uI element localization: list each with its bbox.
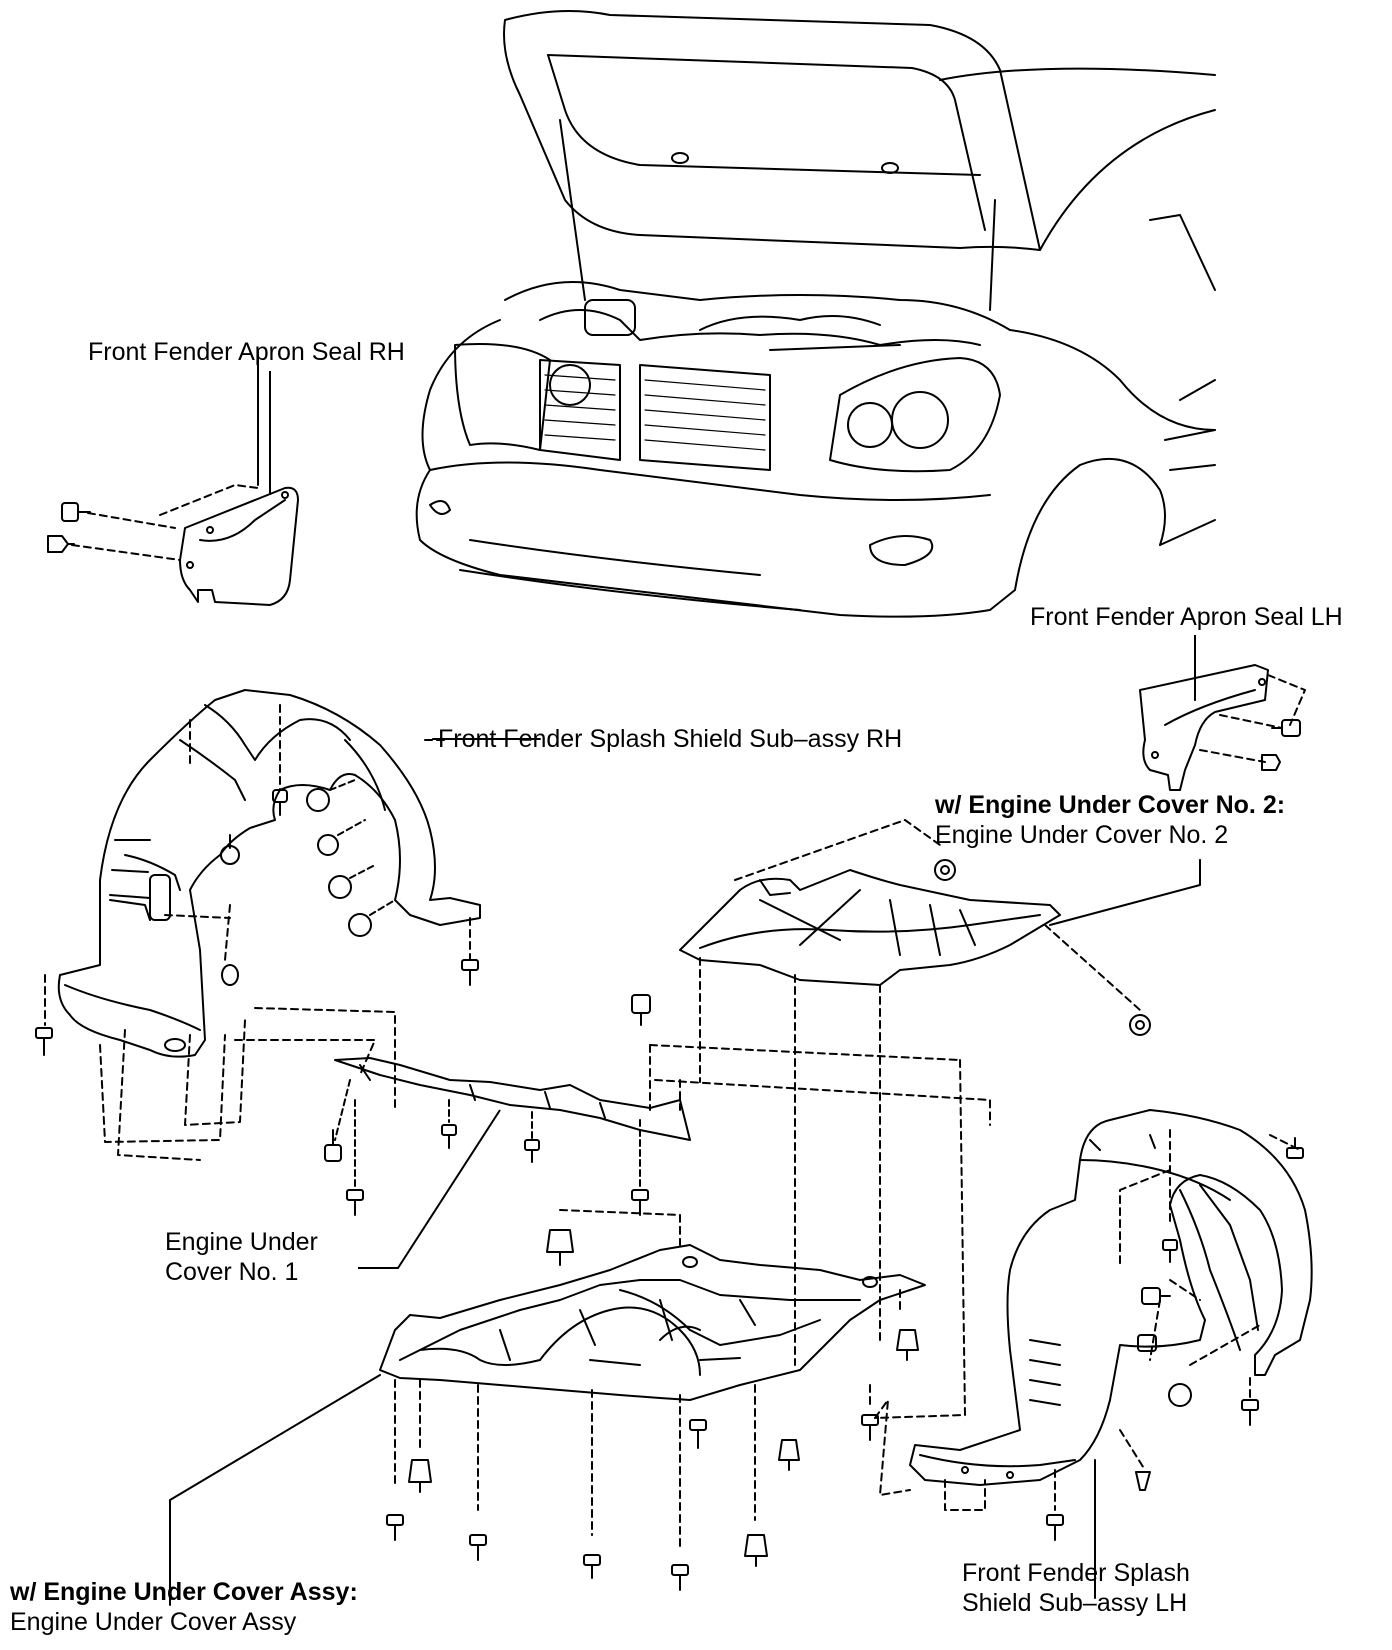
screw-icon [861, 1414, 879, 1441]
screw-icon [469, 1534, 487, 1561]
screw-icon [386, 1514, 404, 1541]
screw-icon [461, 959, 479, 986]
clip-icon [744, 1534, 768, 1567]
clip-icon [778, 1439, 800, 1471]
bolt-icon [61, 502, 91, 522]
splash-shield-lh-part [874, 1109, 1313, 1599]
label-text-line1: Front Fender Splash [962, 1559, 1190, 1587]
clip-icon [221, 964, 239, 986]
screw-icon [1162, 1239, 1178, 1263]
screw-icon [524, 1111, 540, 1163]
engine-under-cover-no1-part [99, 1007, 991, 1419]
clip-icon [47, 535, 75, 553]
bolt-icon [317, 819, 366, 856]
screw-icon [583, 1554, 601, 1579]
label-engine-under-cover-no1: Engine Under Cover No. 1 [165, 1227, 318, 1287]
screw-icon [220, 834, 240, 865]
bolt-icon [348, 899, 396, 937]
screw-icon [346, 1099, 364, 1216]
screw-icon [689, 1419, 707, 1449]
apron-seal-lh-part [1139, 639, 1306, 791]
label-front-fender-apron-seal-rh: Front Fender Apron Seal RH [88, 337, 405, 367]
clip-icon [631, 994, 651, 1026]
apron-seal-rh-part [71, 351, 299, 606]
label-condition: w/ Engine Under Cover Assy: [10, 1578, 358, 1606]
engine-under-cover-no2-part [679, 819, 1201, 1366]
screw-icon [1286, 1137, 1304, 1159]
nut-icon [934, 859, 956, 881]
label-text: Front Fender Apron Seal LH [1030, 603, 1343, 631]
label-text-line2: Shield Sub–assy LH [962, 1589, 1188, 1617]
screw-icon [671, 1564, 689, 1591]
screw-icon [272, 789, 288, 816]
label-text: Front Fender Splash Shield Sub–assy RH [438, 725, 903, 753]
label-text: Engine Under Cover No. 2 [935, 821, 1229, 849]
label-text-line1: Engine Under [165, 1228, 318, 1256]
bolt-icon [306, 779, 356, 812]
vehicle-front-illustration [415, 10, 1216, 618]
label-condition: w/ Engine Under Cover No. 2: [935, 791, 1286, 819]
label-front-fender-apron-seal-lh: Front Fender Apron Seal LH [1030, 602, 1343, 632]
clip-icon [546, 1229, 574, 1266]
label-front-fender-splash-shield-rh: Front Fender Splash Shield Sub–assy RH [438, 724, 902, 754]
label-text: Engine Under Cover Assy [10, 1608, 297, 1636]
label-text: Front Fender Apron Seal RH [88, 338, 405, 366]
screw-icon [441, 1099, 457, 1149]
bolt-icon [1141, 1287, 1171, 1305]
clip-icon [408, 1459, 432, 1493]
label-engine-under-cover-no2: w/ Engine Under Cover No. 2: Engine Unde… [935, 790, 1285, 850]
label-engine-under-cover-assy: w/ Engine Under Cover Assy: Engine Under… [10, 1577, 358, 1637]
engine-under-cover-assy-part [169, 1209, 926, 1606]
screw-icon [1241, 1399, 1259, 1426]
screw-icon [35, 1027, 53, 1056]
label-front-fender-splash-shield-lh: Front Fender Splash Shield Sub–assy LH [962, 1558, 1190, 1618]
bolt-icon [324, 1079, 351, 1162]
bolt-icon [1168, 1383, 1192, 1407]
screw-icon [1046, 1514, 1064, 1541]
label-text-line2: Cover No. 1 [165, 1258, 299, 1286]
clip-icon [1135, 1471, 1151, 1491]
nut-icon [1129, 1014, 1151, 1036]
clip-icon [1261, 754, 1281, 771]
splash-shield-rh-part [44, 689, 541, 1058]
bolt-icon [1271, 719, 1301, 737]
screw-icon [631, 1119, 649, 1216]
bolt-icon [328, 864, 376, 899]
bolt-icon [1137, 1334, 1157, 1352]
clip-icon [896, 1329, 919, 1361]
